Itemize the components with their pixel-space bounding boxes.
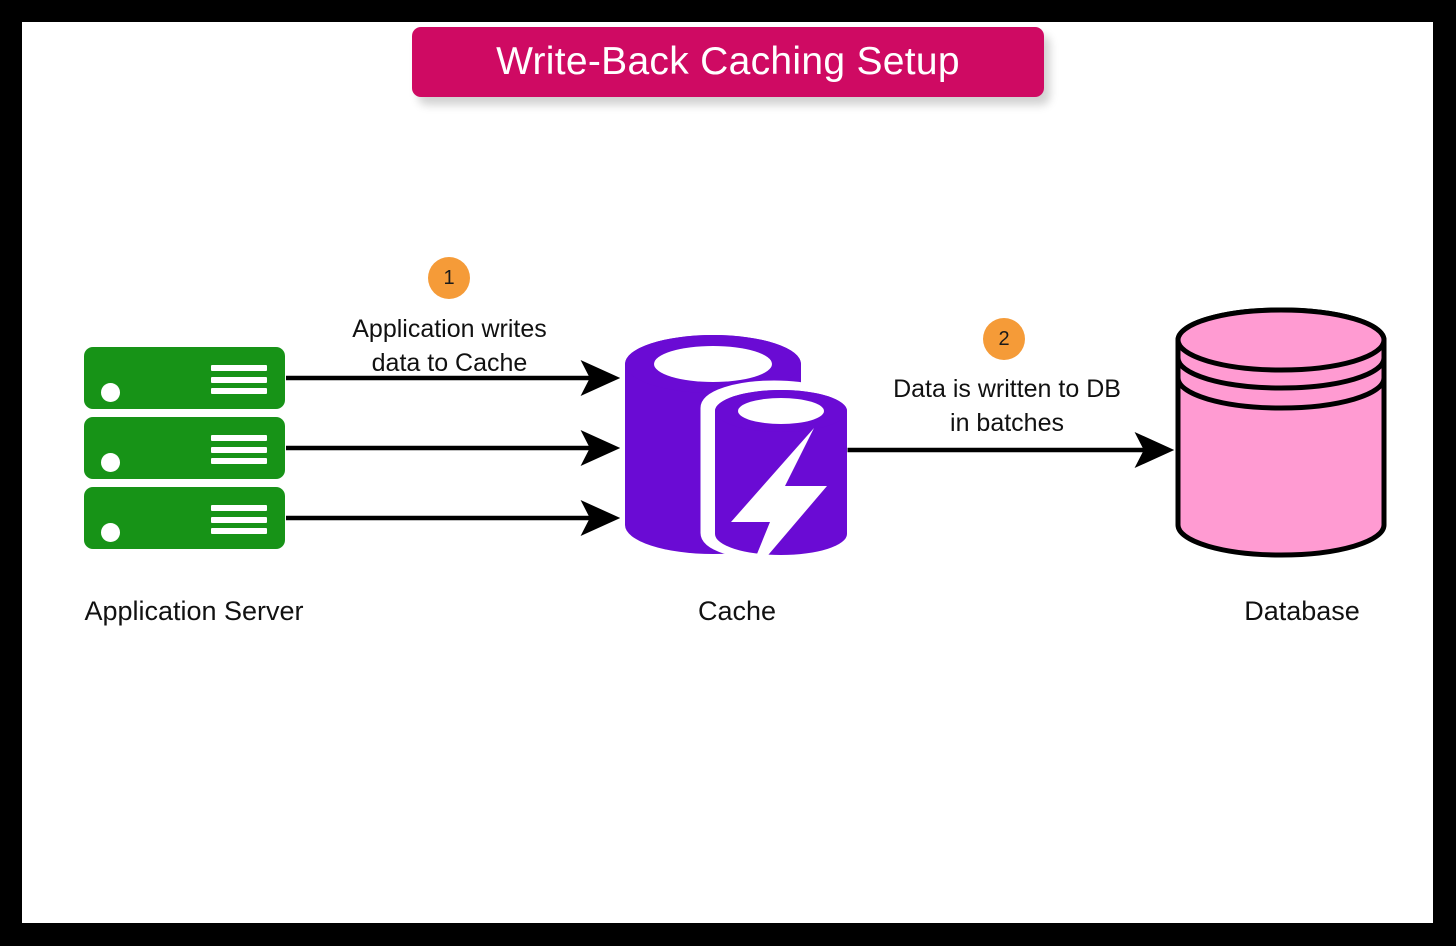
server-led-icon: [101, 523, 120, 542]
diagram-artwork: [286, 307, 1387, 581]
server-led-icon: [101, 383, 120, 402]
cache-cylinder-lightning-icon: [625, 335, 848, 581]
node-label-database: Database: [1244, 596, 1360, 626]
server-vents-icon: [211, 365, 267, 394]
page-title: Write-Back Caching Setup: [496, 40, 960, 83]
server-vents-icon: [211, 505, 267, 534]
step-caption-2: Data is written to DB in batches: [893, 375, 1121, 437]
server-unit: [84, 417, 285, 479]
node-label-cache: Cache: [697, 596, 777, 626]
server-unit: [84, 487, 285, 549]
database-cylinder-icon: [1175, 307, 1387, 558]
step-caption-1: Application writes data to Cache: [352, 315, 547, 377]
server-unit: [84, 347, 285, 409]
step-badge-1: 1: [428, 257, 470, 299]
step-badge-2: 2: [983, 318, 1025, 360]
title-banner: Write-Back Caching Setup: [412, 27, 1044, 97]
node-label-application-server: Application Server: [84, 596, 304, 626]
diagram-stage: Write-Back Caching Setup: [22, 22, 1433, 923]
server-vents-icon: [211, 435, 267, 464]
server-led-icon: [101, 453, 120, 472]
